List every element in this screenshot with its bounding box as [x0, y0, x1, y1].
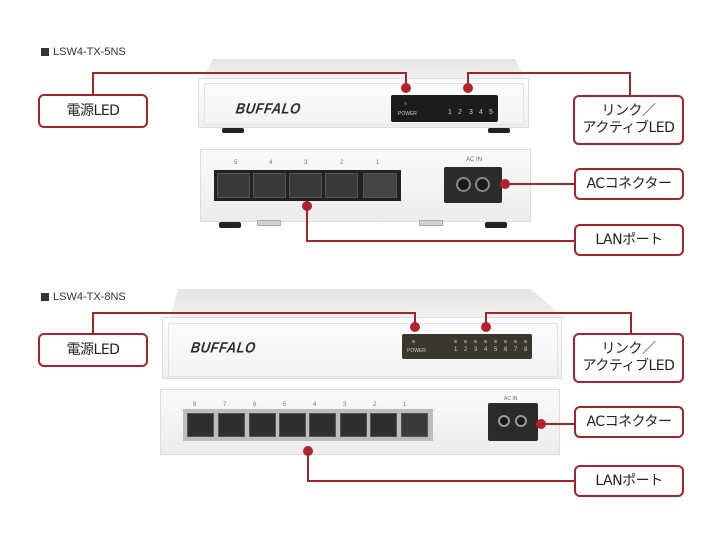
- led-panel: POWER 1 2 3 4 5 6 7 8: [402, 334, 532, 359]
- lan-port: [309, 413, 336, 437]
- callout-ac-connector: ACコネクター: [574, 168, 684, 200]
- lan-port: [218, 413, 245, 437]
- callout-link-activity-led: リンク／ アクティブLED: [573, 95, 684, 145]
- lan-port: [340, 413, 367, 437]
- model-name: LSW4-TX-8NS: [53, 291, 126, 303]
- power-label: POWER: [398, 111, 417, 117]
- ac-connector: [488, 403, 538, 441]
- callout-lan-port: LANポート: [574, 465, 684, 497]
- callout-link-activity-led: リンク／ アクティブLED: [573, 333, 684, 383]
- led-panel: POWER 1 2 3 4 5: [391, 95, 498, 122]
- lan-port: [325, 173, 358, 198]
- callout-power-led: 電源LED: [38, 94, 148, 128]
- lan-port: [187, 413, 214, 437]
- lan-port: [401, 413, 428, 437]
- lan-port: [279, 413, 306, 437]
- callout-ac-connector: ACコネクター: [574, 406, 684, 438]
- lan-port: [289, 173, 322, 198]
- lan-port: [217, 173, 250, 198]
- callout-power-led: 電源LED: [38, 333, 148, 367]
- lan-port: [253, 173, 286, 198]
- brand-logo: BUFFALO: [189, 338, 258, 357]
- lan-port: [370, 413, 397, 437]
- ac-in-label: AC IN: [504, 396, 518, 402]
- brand-logo: BUFFALO: [234, 99, 303, 118]
- bullet-square-icon: [41, 293, 49, 301]
- model-title-8ns: LSW4-TX-8NS: [41, 291, 126, 303]
- model-title-5ns: LSW4-TX-5NS: [41, 46, 126, 58]
- callout-lan-port: LANポート: [574, 224, 684, 256]
- model-name: LSW4-TX-5NS: [53, 46, 126, 58]
- power-label: POWER: [407, 348, 426, 354]
- bullet-square-icon: [41, 48, 49, 56]
- lan-port: [249, 413, 276, 437]
- lan-ports: [183, 409, 433, 441]
- lan-ports: [214, 170, 401, 201]
- lan-port: [363, 173, 397, 198]
- ac-connector: [444, 167, 502, 203]
- ac-in-label: AC IN: [466, 157, 483, 163]
